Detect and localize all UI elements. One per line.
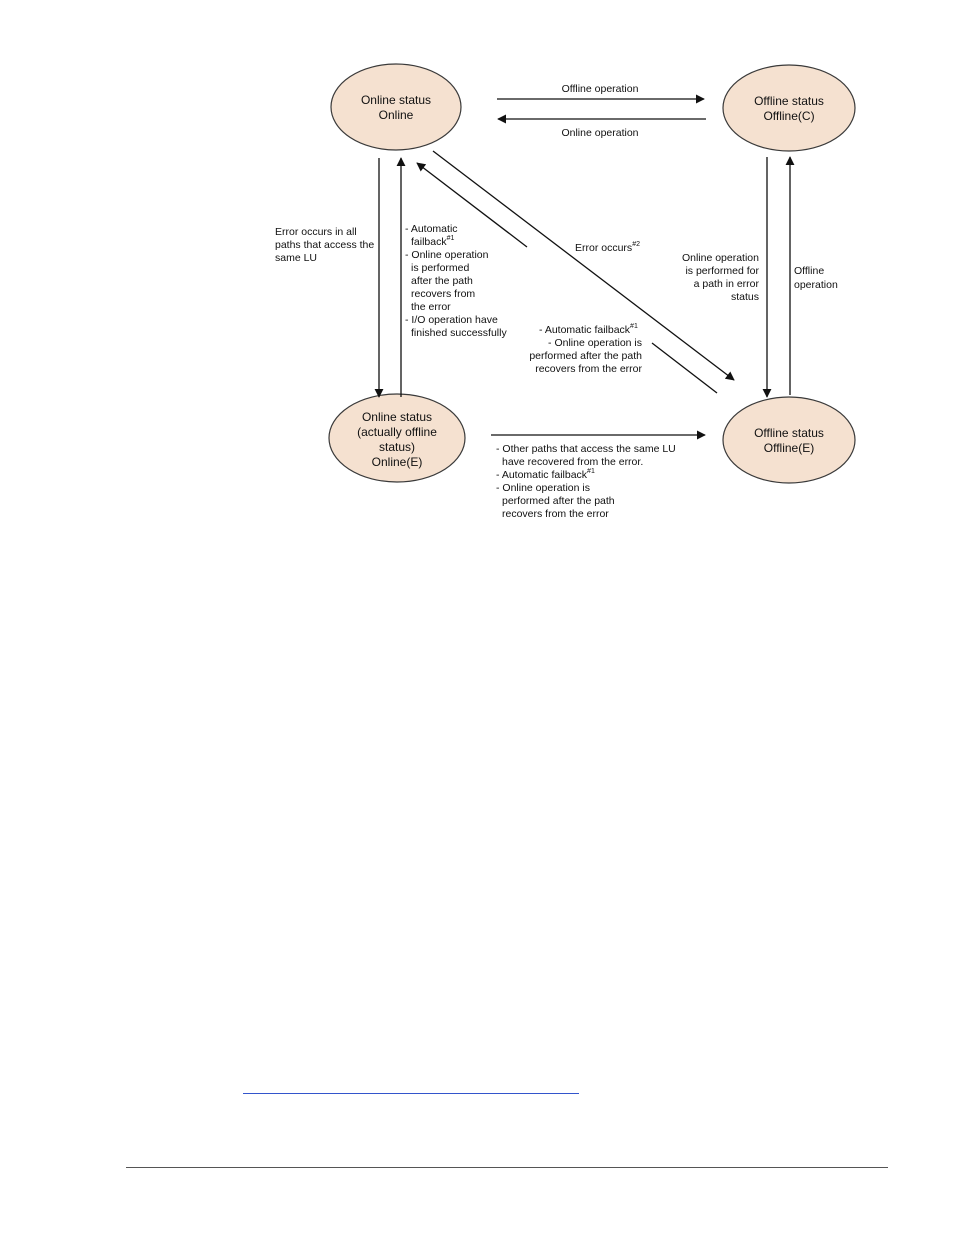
edge-offline-e-to-online-lower xyxy=(651,342,718,394)
label-error-all-paths-line-3: same LU xyxy=(275,252,317,264)
label-failback-conditions-line-5: after the path xyxy=(411,275,473,287)
node-online-e: Online status (actually offline status) … xyxy=(328,393,466,483)
node-offline-e-line-1: Offline status xyxy=(754,426,824,440)
label-online-op-error-path-line-2: is performed for xyxy=(685,265,759,277)
node-offline-e-line-2: Offline(E) xyxy=(764,441,814,455)
edge-online-to-offline-e xyxy=(432,150,735,381)
edge-offline-e-to-online-upper xyxy=(416,162,528,248)
label-offline-e-to-online-line-1: - Automatic failback xyxy=(539,324,631,336)
label-failback-conditions-line-1: - Automatic xyxy=(405,223,458,235)
node-online-e-line-1: Online status xyxy=(362,410,432,424)
svg-text:failback#1: failback#1 xyxy=(411,235,455,248)
label-recovered-conditions-line-6: recovers from the error xyxy=(502,508,609,520)
node-online-e-line-3: status) xyxy=(379,440,415,454)
label-offline-e-to-online-line-3: performed after the path xyxy=(529,350,642,362)
node-online-line-1: Online status xyxy=(361,93,431,107)
label-offline-e-to-online-line-4: recovers from the error xyxy=(535,363,642,375)
label-failback-conditions-line-4: is performed xyxy=(411,262,470,274)
footer-divider xyxy=(126,1167,888,1168)
label-recovered-conditions-line-5: performed after the path xyxy=(502,495,615,507)
label-failback-conditions-line-2: failback xyxy=(411,236,447,248)
footnote-marker-1b: #1 xyxy=(630,323,638,330)
node-online-e-line-4: Online(E) xyxy=(372,455,423,469)
node-online-line-2: Online xyxy=(379,108,414,122)
footnote-marker-1a: #1 xyxy=(447,235,455,242)
footnote-marker-2: #2 xyxy=(632,241,640,248)
label-offline-op-right: Offline operation xyxy=(794,265,838,291)
label-failback-conditions-line-9: finished successfully xyxy=(411,327,507,339)
node-offline-c: Offline status Offline(C) xyxy=(722,64,856,152)
link-underline[interactable] xyxy=(243,1093,579,1094)
label-offline-e-to-online: - Automatic failback#1 - Online operatio… xyxy=(529,323,642,375)
node-online: Online status Online xyxy=(330,63,462,151)
label-failback-conditions-line-6: recovers from xyxy=(411,288,475,300)
node-offline-e: Offline status Offline(E) xyxy=(722,396,856,484)
label-recovered-conditions-line-1: - Other paths that access the same LU xyxy=(496,443,676,455)
label-recovered-conditions-line-3: - Automatic failback xyxy=(496,469,588,481)
label-error-occurs: Error occurs#2 xyxy=(575,241,640,254)
label-online-op-error-path: Online operation is performed for a path… xyxy=(682,252,760,303)
label-failback-conditions-line-8: - I/O operation have xyxy=(405,314,498,326)
label-offline-op-right-line-2: operation xyxy=(794,279,838,291)
label-recovered-conditions-line-4: - Online operation is xyxy=(496,482,590,494)
label-offline-e-to-online-line-2: - Online operation is xyxy=(548,337,642,349)
label-error-all-paths-line-1: Error occurs in all xyxy=(275,226,357,238)
label-recovered-conditions-line-2: have recovered from the error. xyxy=(502,456,643,468)
svg-text:- Automatic failback#1: - Automatic failback#1 xyxy=(496,468,595,481)
footnote-marker-1c: #1 xyxy=(587,468,595,475)
label-failback-conditions: - Automatic failback#1 - Online operatio… xyxy=(405,223,507,339)
node-offline-c-line-2: Offline(C) xyxy=(763,109,814,123)
label-offline-operation: Offline operation xyxy=(562,83,639,95)
label-error-all-paths-line-2: paths that access the xyxy=(275,239,374,251)
label-online-op-error-path-line-4: status xyxy=(731,291,759,303)
svg-text:- Automatic failback#1: - Automatic failback#1 xyxy=(539,323,638,336)
label-recovered-conditions: - Other paths that access the same LU ha… xyxy=(496,443,676,520)
label-online-operation: Online operation xyxy=(561,127,638,139)
label-online-op-error-path-line-3: a path in error xyxy=(694,278,760,290)
label-offline-op-right-line-1: Offline xyxy=(794,265,824,277)
label-failback-conditions-line-3: - Online operation xyxy=(405,249,489,261)
node-offline-c-line-1: Offline status xyxy=(754,94,824,108)
label-failback-conditions-line-7: the error xyxy=(411,301,451,313)
label-error-all-paths: Error occurs in all paths that access th… xyxy=(275,226,374,264)
node-online-e-line-2: (actually offline xyxy=(357,425,437,439)
label-online-op-error-path-line-1: Online operation xyxy=(682,252,759,264)
